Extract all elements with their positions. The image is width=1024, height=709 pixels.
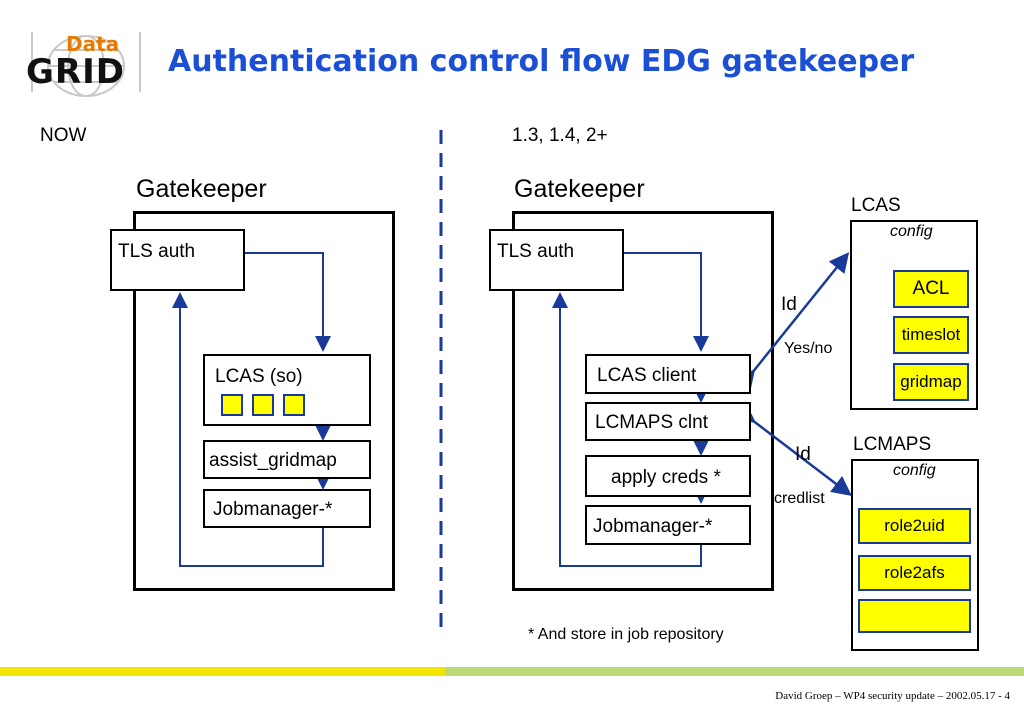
plugin-square (283, 394, 305, 416)
lcas-config-title: LCAS (851, 195, 901, 216)
lcas-client-label: LCAS client (597, 365, 697, 386)
acl-rule: ACL (893, 270, 969, 308)
lcmaps-config-subtitle: config (893, 462, 936, 479)
footnote: * And store in job repository (528, 626, 724, 643)
lcmaps-clnt-box: LCMAPS clnt (585, 402, 751, 441)
lcas-config-subtitle: config (890, 223, 933, 240)
left-jobmanager-box: Jobmanager-* (203, 489, 371, 528)
globe-icon (31, 32, 141, 97)
assist-gridmap-label: assist_gridmap (209, 450, 337, 471)
footer-bar-green (445, 667, 1024, 676)
left-jobmanager-label: Jobmanager-* (213, 499, 333, 520)
gridmap-rule: gridmap (893, 363, 969, 401)
right-tls-auth-label: TLS auth (497, 241, 575, 262)
right-jobmanager-label: Jobmanager-* (593, 516, 713, 537)
lcmaps-reply-label: credlist (774, 490, 825, 507)
lcmaps-clnt-label: LCMAPS clnt (595, 412, 708, 433)
apply-creds-label: apply creds * (611, 467, 721, 488)
apply-creds-box: apply creds * (585, 455, 751, 497)
datagrid-logo: Data GRID (22, 30, 150, 98)
left-tls-auth-box: TLS auth (110, 229, 245, 291)
assist-gridmap-box: assist_gridmap (203, 440, 371, 479)
plugin-square (252, 394, 274, 416)
right-jobmanager-box: Jobmanager-* (585, 505, 751, 545)
logo-bottom-text: GRID (26, 52, 125, 92)
lcmaps-id-label: Id (795, 444, 811, 465)
empty-rule (858, 599, 971, 633)
footer-bar-yellow (0, 667, 445, 676)
logo-top-text: Data (66, 32, 120, 56)
right-gatekeeper-label: Gatekeeper (514, 175, 645, 203)
footer-text: David Groep – WP4 security update – 2002… (775, 690, 1010, 702)
lcmaps-config-title: LCMAPS (853, 434, 932, 455)
right-tls-auth-box: TLS auth (489, 229, 624, 291)
page-title: Authentication control flow EDG gatekeep… (168, 44, 915, 79)
plugin-square (221, 394, 243, 416)
left-heading: NOW (40, 125, 87, 146)
lcas-call-arrow (734, 252, 850, 391)
lcas-reply-label: Yes/no (784, 340, 833, 357)
role2uid-rule: role2uid (858, 508, 971, 544)
left-tls-auth-label: TLS auth (118, 241, 196, 262)
lcas-client-box: LCAS client (585, 354, 751, 394)
timeslot-rule: timeslot (893, 316, 969, 354)
right-heading: 1.3, 1.4, 2+ (512, 125, 608, 146)
left-lcas-box: LCAS (so) (203, 354, 371, 426)
lcmaps-call-arrow (734, 402, 852, 497)
role2afs-rule: role2afs (858, 555, 971, 591)
left-lcas-label: LCAS (so) (215, 366, 303, 387)
left-gatekeeper-label: Gatekeeper (136, 175, 267, 203)
lcas-id-label: Id (781, 294, 797, 315)
